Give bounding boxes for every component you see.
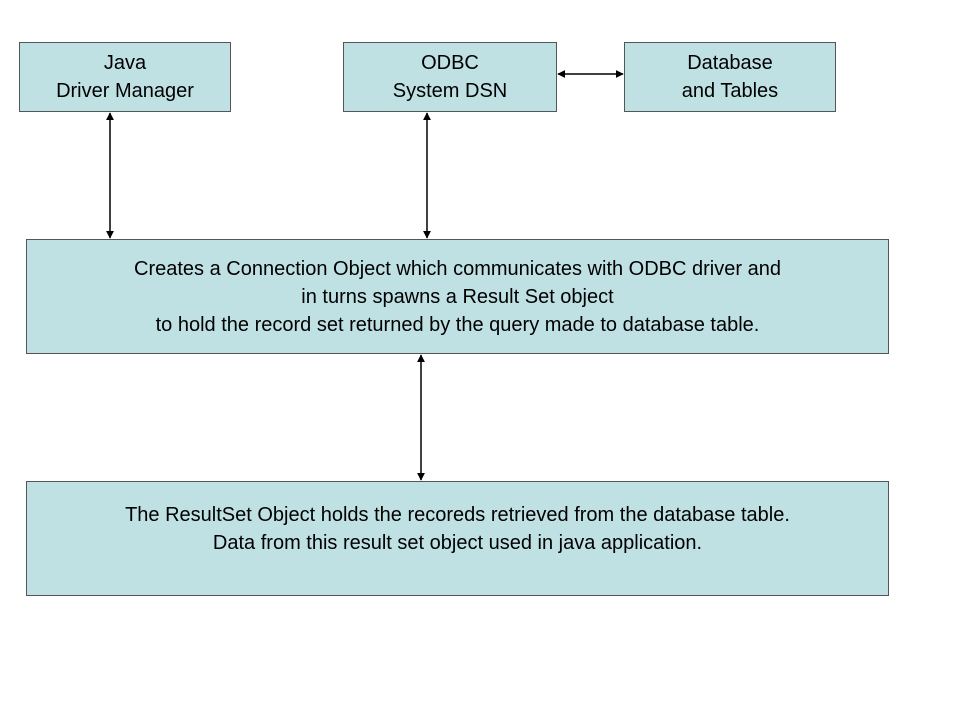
java-driver-manager-line-1: Java	[103, 52, 147, 74]
java-driver-manager-line-2: Driver Manager	[56, 80, 194, 102]
database-tables-line-1: Database	[687, 52, 773, 74]
connection-object-box: Creates a Connection Object which commun…	[26, 239, 889, 354]
resultset-object-line-1: The ResultSet Object holds the recoreds …	[125, 503, 790, 526]
database-tables-box: Database and Tables	[624, 42, 836, 112]
database-tables-line-2: and Tables	[681, 80, 779, 102]
connection-object-line-2: in turns spawns a Result Set object	[301, 285, 614, 308]
odbc-system-dsn-box: ODBC System DSN	[343, 42, 557, 112]
resultset-object-line-2: Data from this result set object used in…	[212, 531, 703, 554]
connection-object-line-3: to hold the record set returned by the q…	[155, 313, 760, 336]
odbc-system-dsn-line-1: ODBC	[421, 52, 479, 74]
connection-object-line-1: Creates a Connection Object which commun…	[134, 257, 781, 280]
odbc-system-dsn-line-2: System DSN	[392, 80, 508, 102]
resultset-object-box: The ResultSet Object holds the recoreds …	[26, 481, 889, 596]
java-driver-manager-box: Java Driver Manager	[19, 42, 231, 112]
